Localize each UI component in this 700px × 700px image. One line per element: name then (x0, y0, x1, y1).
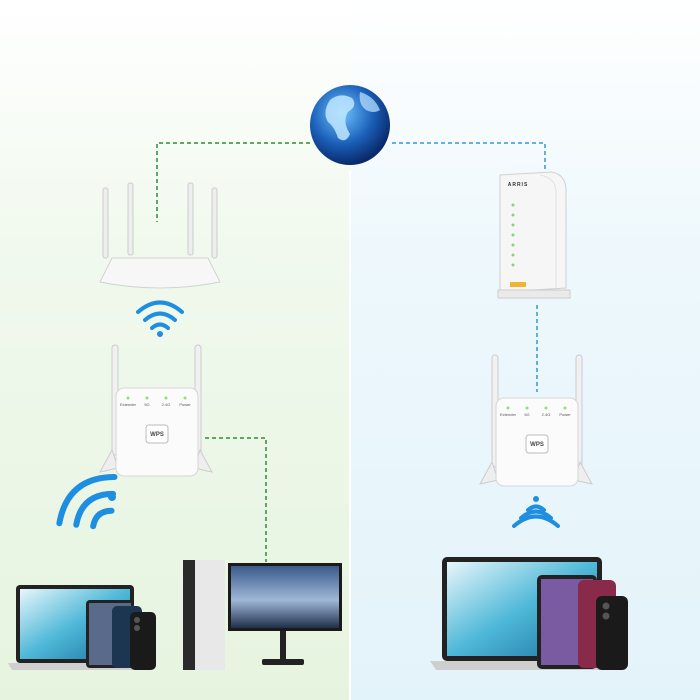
wired-link-globe-router (156, 142, 310, 222)
smartphone (578, 580, 628, 670)
led-label: 5G (144, 402, 149, 407)
monitor (228, 563, 342, 665)
wifi-signal-icon (512, 504, 560, 528)
wps-button: WPS (150, 432, 164, 438)
modem-brand: ARRIS (508, 182, 529, 188)
led-label: 2.4G (162, 402, 171, 407)
wifi-dot (108, 493, 116, 501)
led-label: 2.4G (542, 412, 551, 417)
wired-link-extender-pc (205, 437, 267, 562)
led-label: 5G (524, 412, 529, 417)
wifi-signal-large-icon (56, 473, 118, 530)
wifi-router (99, 182, 221, 289)
wifi-dot (533, 496, 539, 502)
led-label: Power (559, 412, 571, 417)
led-label: Power (179, 402, 191, 407)
led-label: Extender (120, 402, 137, 407)
wifi-extender: Extender 5G 2.4G Power WPS (479, 354, 593, 487)
wired-link-globe-modem (392, 142, 546, 172)
smartphone (112, 606, 156, 670)
cable-modem: ARRIS (497, 171, 571, 299)
led-label: Extender (500, 412, 517, 417)
wps-button: WPS (530, 442, 544, 448)
globe-icon (310, 85, 390, 165)
wifi-extender: Extender 5G 2.4G Power WPS (99, 344, 213, 477)
wifi-dot (157, 331, 163, 337)
desktop-tower (183, 560, 225, 670)
wifi-signal-icon (136, 300, 184, 330)
